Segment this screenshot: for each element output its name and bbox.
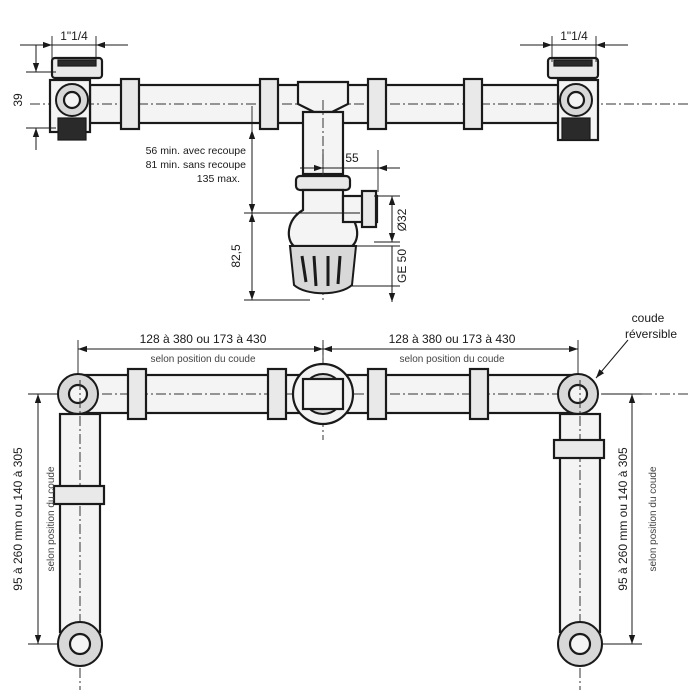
top-collar — [462, 77, 484, 131]
vertical-left-label: 95 à 260 mm ou 140 à 305 — [11, 447, 25, 591]
height-82-label: 82,5 — [229, 244, 243, 268]
span-right-note: selon position du coude — [399, 354, 505, 365]
bottom-left-collar — [52, 484, 106, 506]
top-left-outlet — [48, 56, 104, 141]
bottom-right-elbow-bore — [567, 383, 589, 405]
bottom-collar — [266, 367, 288, 421]
elbow-callout-line-2: réversible — [625, 327, 677, 341]
top-right-outlet — [546, 56, 600, 142]
height-39-label: 39 — [11, 93, 25, 107]
elbow-callout-leader — [595, 339, 629, 379]
thread-left-label: 1"1/4 — [60, 29, 88, 43]
diameter-32-label: Ø32 — [395, 208, 409, 231]
ge-50-label: GE 50 — [395, 249, 409, 283]
bottom-left-leg — [58, 412, 102, 634]
offset-line-1: 56 min. avec recoupe — [146, 145, 247, 157]
top-collar — [258, 77, 280, 131]
bottom-collar — [126, 367, 148, 421]
vertical-left-note: selon position du coude — [46, 466, 57, 572]
siphon-bowl — [288, 245, 358, 295]
thread-right-label: 1"1/4 — [560, 29, 588, 43]
bottom-right-collar — [552, 438, 606, 460]
bottom-right-foot-bore — [568, 632, 592, 656]
vertical-right-note: selon position du coude — [648, 466, 659, 572]
bottom-siphon-core — [301, 377, 345, 411]
bottom-collar — [366, 367, 388, 421]
siphon-outlet-nut — [360, 189, 378, 229]
bottom-view: 128 à 380 ou 173 à 430 selon position du… — [11, 311, 690, 690]
siphon-bowl-ribs — [300, 255, 342, 287]
siphon-nut — [294, 174, 352, 192]
top-collar — [366, 77, 388, 131]
bottom-collar — [468, 367, 490, 421]
span-left-label: 128 à 380 ou 173 à 430 — [140, 332, 267, 346]
span-right-label: 128 à 380 ou 173 à 430 — [389, 332, 516, 346]
top-collar — [119, 77, 141, 131]
top-view: 1"1/4 1"1/4 39 56 min. avec recoupe 81 m… — [11, 29, 690, 302]
vertical-right-label: 95 à 260 mm ou 140 à 305 — [616, 447, 630, 591]
offset-line-2: 81 min. sans recoupe — [146, 159, 247, 171]
elbow-callout-line-1: coude — [632, 311, 665, 325]
span-left-note: selon position du coude — [150, 354, 256, 365]
bottom-left-foot-bore — [68, 632, 92, 656]
bottom-left-elbow-bore — [67, 383, 89, 405]
offset-line-3: 135 max. — [197, 173, 240, 185]
offset-55-label: 55 — [345, 151, 359, 165]
